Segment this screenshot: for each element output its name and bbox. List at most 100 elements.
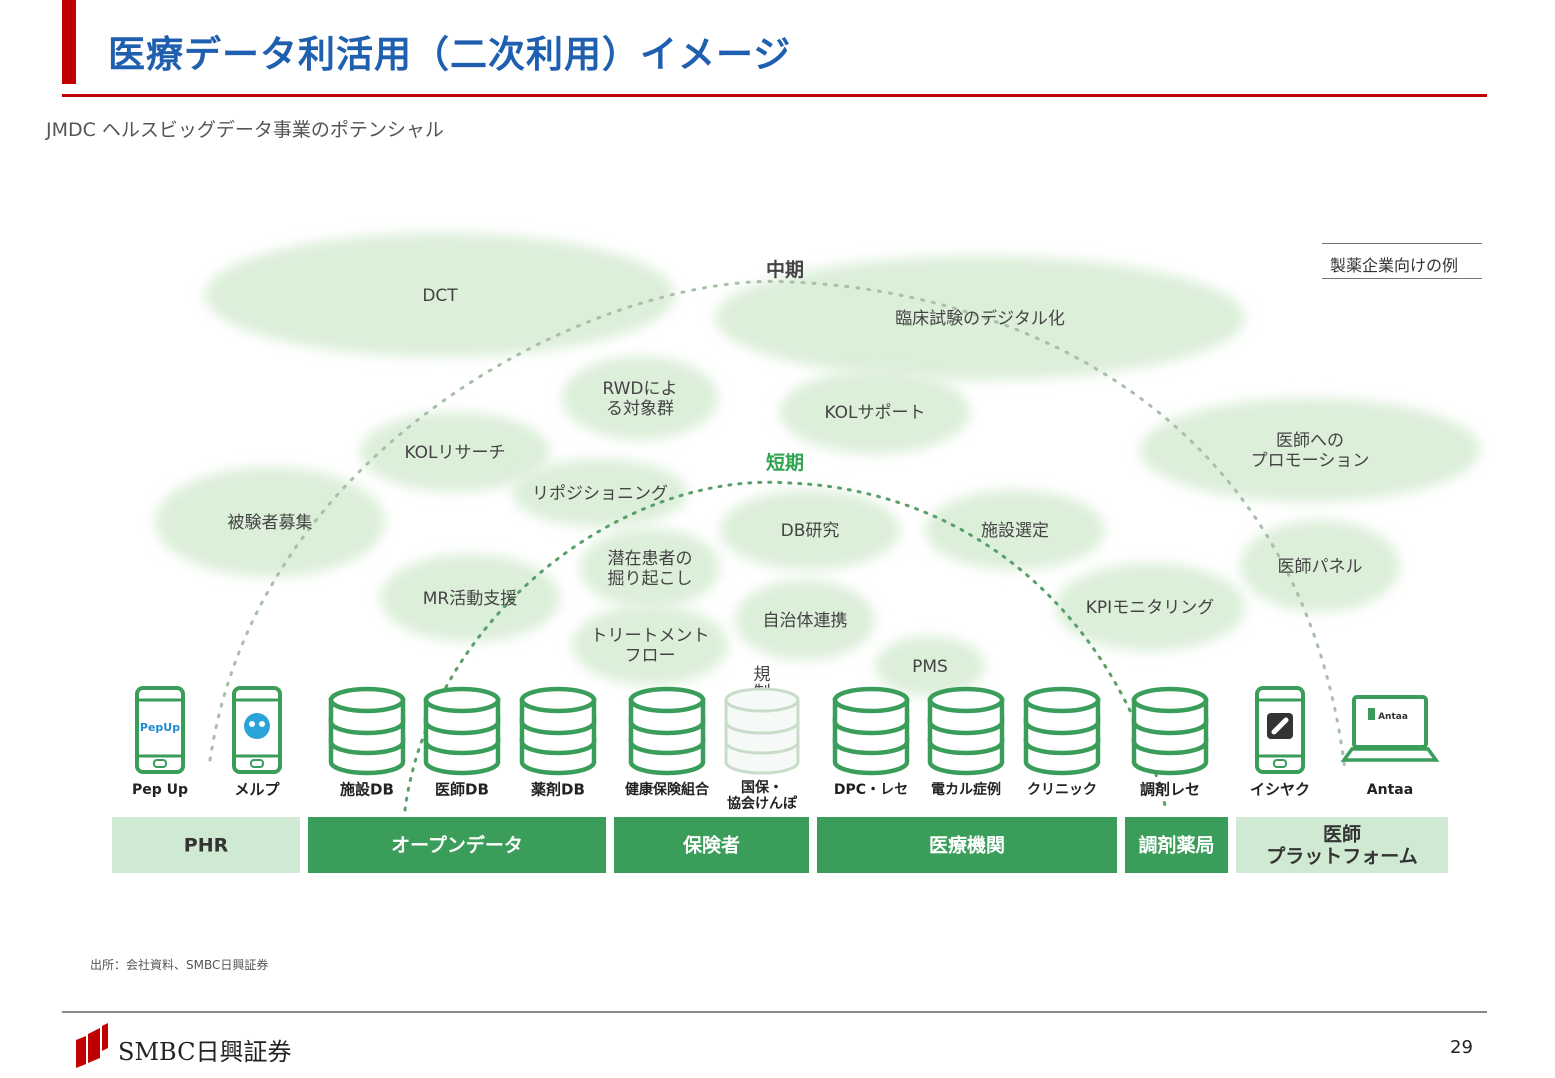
bubble-label-treatment-flow-line: フロー	[625, 646, 676, 666]
category-label-medical-inst: 医療機関	[929, 834, 1005, 857]
bubble-label-municipal: 自治体連携	[763, 611, 848, 631]
title-rule	[62, 94, 1487, 97]
page-subtitle: JMDC ヘルスビッグデータ事業のポテンシャル	[46, 119, 444, 141]
laptop-screen-antaa	[1352, 695, 1428, 749]
bubble-label-treatment-flow-line: トリートメント	[591, 626, 710, 646]
smbc-logo-icon	[76, 1023, 108, 1068]
source-national-insurance: 国保・協会けんぽ	[724, 687, 800, 812]
bubble-rwd	[562, 356, 718, 440]
category-label-open-data: オープンデータ	[391, 834, 523, 857]
bubble-doctor-promo	[1140, 398, 1480, 502]
source-clinic: クリニック	[1023, 686, 1101, 798]
source-label-melp: メルプ	[234, 780, 280, 798]
category-label-insurer: 保険者	[682, 834, 740, 857]
source-facility-db: 施設DB	[328, 686, 406, 798]
bubble-label-kol-support: KOLサポート	[824, 403, 925, 423]
bubble-label-kol-research: KOLリサーチ	[404, 443, 505, 463]
category-label-phr-line: PHR	[184, 835, 229, 857]
source-label-drug-db-line: 薬剤DB	[530, 780, 585, 798]
source-label-melp-line: メルプ	[234, 780, 280, 798]
source-label-facility-db: 施設DB	[340, 780, 394, 798]
bubble-label-kol-support-line: KOLサポート	[824, 403, 925, 423]
bubble-label-rwd-line: RWDによ	[602, 379, 677, 399]
pepup-badge: PepUp	[140, 721, 180, 734]
melp-app-icon	[244, 713, 270, 739]
db-top-facility-db	[328, 686, 406, 714]
category-label-pharmacy-line: 調剤薬局	[1138, 834, 1214, 857]
source-ishiyaku: イシヤク	[1250, 686, 1310, 798]
source-drug-db: 薬剤DB	[519, 686, 597, 798]
source-label-pharmacy-receipt: 調剤レセ	[1140, 780, 1200, 798]
bubble-subject-recruit	[155, 467, 385, 577]
source-dpc: DPC・レセ	[832, 686, 910, 798]
category-pharmacy	[1125, 817, 1228, 873]
bubble-kol-support	[780, 370, 970, 454]
category-phr	[112, 817, 300, 873]
bubble-label-latent-patient-line: 潜在患者の	[608, 549, 693, 569]
source-label-emr-line: 電カル症例	[931, 781, 1001, 798]
db-top-health-union	[628, 686, 706, 714]
db-top-pharmacy-receipt	[1131, 686, 1209, 714]
melp-eye-icon	[249, 721, 255, 727]
category-label-insurer-line: 保険者	[682, 834, 740, 857]
bubble-doctor-panel	[1240, 520, 1400, 612]
category-label-medical-inst-line: 医療機関	[929, 834, 1005, 857]
bubble-label-clinical-digital: 臨床試験のデジタル化	[895, 308, 1065, 329]
source-label-ishiyaku: イシヤク	[1250, 780, 1310, 798]
source-label-national-insurance: 国保・協会けんぽ	[727, 779, 798, 812]
regulation-char: 規	[754, 665, 771, 685]
db-top-drug-db	[519, 686, 597, 714]
bubble-facility-select	[925, 490, 1105, 570]
legend-box	[1322, 243, 1482, 279]
category-label-doctor-platform: 医師プラットフォーム	[1266, 823, 1417, 868]
source-label-national-insurance-line: 国保・	[741, 779, 783, 796]
bubble-label-pms-line: PMS	[912, 657, 948, 677]
phone-home-pepup	[153, 759, 167, 768]
bubble-label-pms: PMS	[912, 657, 948, 677]
short-term-label: 短期	[766, 451, 804, 474]
bubble-label-clinical-digital-line: 臨床試験のデジタル化	[895, 308, 1065, 329]
category-label-open-data-line: オープンデータ	[391, 834, 523, 857]
bubble-label-mr-support: MR活動支援	[423, 589, 517, 609]
source-label-emr: 電カル症例	[931, 781, 1001, 798]
bubble-kol-research	[360, 412, 550, 492]
bubble-label-kpi-monitor: KPIモニタリング	[1086, 598, 1214, 618]
source-label-clinic: クリニック	[1027, 782, 1097, 798]
source-label-dpc-line: DPC・レセ	[834, 782, 908, 798]
bubble-label-repositioning: リポジショニング	[532, 484, 668, 504]
source-label-health-union-line: 健康保険組合	[625, 781, 710, 798]
db-top-clinic	[1023, 686, 1101, 714]
db-top-national-insurance	[724, 687, 800, 713]
bubble-label-rwd-line: る対象群	[606, 399, 674, 419]
bubble-db-research	[720, 490, 900, 570]
mid-term-arc	[208, 279, 1347, 772]
source-label-drug-db: 薬剤DB	[530, 780, 585, 798]
bubble-label-kpi-monitor-line: KPIモニタリング	[1086, 598, 1214, 618]
category-medical-inst	[817, 817, 1117, 873]
logo-text: SMBC日興証券	[118, 1038, 292, 1066]
bubble-label-facility-select: 施設選定	[981, 521, 1049, 541]
bubble-label-doctor-promo-line: 医師への	[1276, 431, 1344, 451]
bubble-kpi-monitor	[1055, 563, 1245, 651]
footer-rule	[62, 1011, 1487, 1013]
source-melp: メルプ	[232, 686, 282, 798]
legend-label: 製薬企業向けの例	[1330, 256, 1459, 275]
phone-home-ishiyaku	[1273, 759, 1287, 768]
pill-icon	[1271, 717, 1289, 735]
bubble-pms	[875, 636, 985, 696]
db-top-doctor-db	[423, 686, 501, 714]
bubble-label-repositioning-line: リポジショニング	[532, 484, 668, 504]
db-top-dpc	[832, 686, 910, 714]
category-doctor-platform	[1236, 817, 1448, 873]
category-label-doctor-platform-line: プラットフォーム	[1266, 845, 1417, 868]
source-pharmacy-receipt: 調剤レセ	[1131, 686, 1209, 798]
category-label-doctor-platform-line: 医師	[1323, 823, 1361, 846]
short-term-arc	[403, 480, 1167, 812]
source-label-antaa-line: Antaa	[1367, 782, 1413, 798]
antaa-badge: Antaa	[1378, 712, 1408, 722]
melp-eye-icon	[259, 721, 265, 727]
bubble-latent-patient	[580, 528, 720, 608]
bubble-label-rwd: RWDによる対象群	[602, 379, 677, 419]
source-doctor-db: 医師DB	[423, 686, 501, 798]
